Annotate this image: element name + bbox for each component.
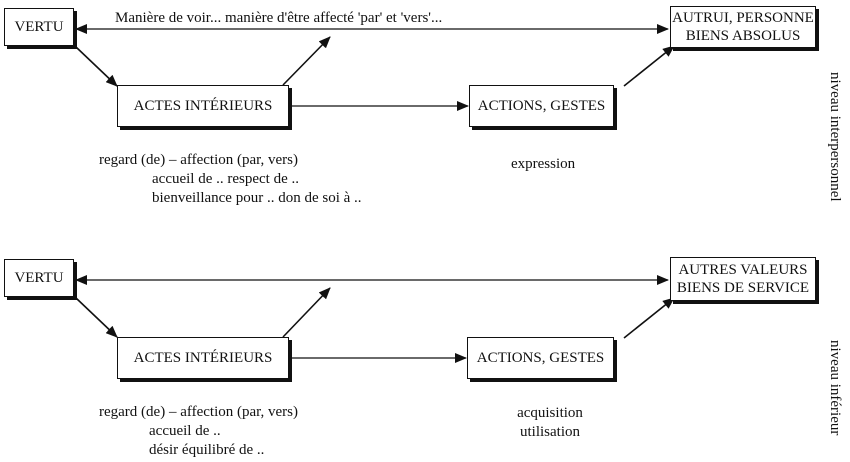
bottom-actes-label: ACTES INTÉRIEURS [133, 350, 273, 366]
top-target-box: AUTRUI, PERSONNE BIENS ABSOLUS [670, 6, 816, 48]
top-actes-box: ACTES INTÉRIEURS [117, 85, 289, 127]
top-arrow-actions-to-target [623, 45, 675, 87]
top-actions-box: ACTIONS, GESTES [469, 85, 614, 127]
bottom-target-box: AUTRES VALEURS BIENS DE SERVICE [670, 257, 816, 301]
bottom-arrow-actions-to-target [623, 297, 675, 339]
top-note-2: accueil de .. respect de .. [152, 171, 300, 187]
bottom-level-label: niveau inférieur [827, 340, 843, 436]
top-actions-label: ACTIONS, GESTES [477, 98, 606, 114]
bottom-arrow-vertu-to-actes [75, 297, 118, 338]
bottom-arrow-actes-up [282, 287, 331, 338]
bottom-note-3: désir équilibré de .. [149, 442, 265, 458]
top-vertu-box: VERTU [4, 8, 74, 46]
bottom-target-line2: BIENS DE SERVICE [676, 280, 810, 296]
bottom-note-2: accueil de .. [149, 423, 221, 439]
bottom-actions-box: ACTIONS, GESTES [467, 337, 614, 379]
top-expression: expression [511, 156, 576, 172]
top-note-1: regard (de) – affection (par, vers) [99, 152, 299, 168]
top-arrow-vertu-to-actes [75, 46, 118, 87]
top-vertu-label: VERTU [14, 19, 64, 35]
bottom-vertu-label: VERTU [14, 270, 64, 286]
bottom-target-line1: AUTRES VALEURS [678, 262, 808, 278]
top-level-label: niveau interpersonnel [827, 72, 843, 202]
bottom-note-1: regard (de) – affection (par, vers) [99, 404, 299, 420]
bottom-vertu-box: VERTU [4, 259, 74, 297]
bottom-outcome-2: utilisation [520, 424, 580, 440]
top-actes-label: ACTES INTÉRIEURS [133, 98, 273, 114]
top-target-line1: AUTRUI, PERSONNE [672, 10, 814, 26]
top-arrow-actes-up [282, 36, 331, 86]
bottom-outcome-1: acquisition [517, 405, 583, 421]
top-note-3: bienveillance pour .. don de soi à .. [152, 190, 362, 206]
top-caption: Manière de voir... manière d'être affect… [115, 10, 443, 26]
top-target-line2: BIENS ABSOLUS [685, 28, 801, 44]
bottom-actes-box: ACTES INTÉRIEURS [117, 337, 289, 379]
bottom-actions-label: ACTIONS, GESTES [476, 350, 605, 366]
